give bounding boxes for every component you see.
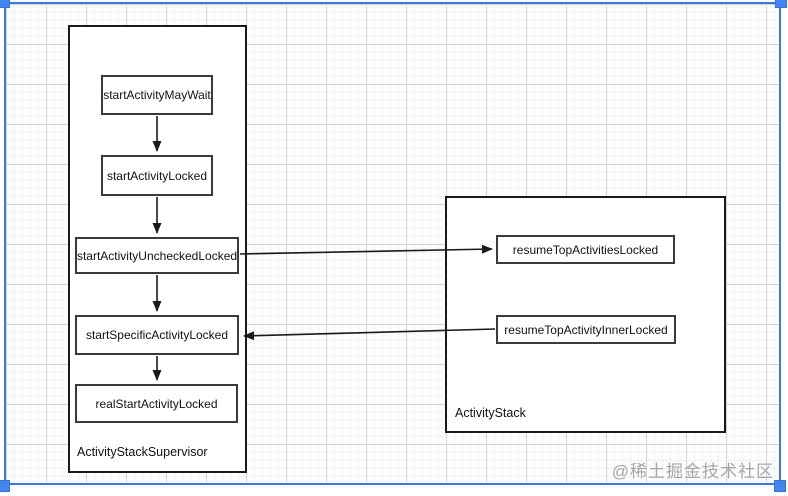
container-label-activity-stack-supervisor: ActivityStackSupervisor: [77, 445, 208, 459]
node-resume-top-activity-inner-locked[interactable]: resumeTopActivityInnerLocked: [496, 315, 676, 344]
selection-handle-bottom-left[interactable]: [0, 480, 10, 492]
watermark-text: @稀土掘金技术社区: [611, 462, 774, 481]
node-resume-top-activities-locked[interactable]: resumeTopActivitiesLocked: [496, 235, 675, 264]
node-real-start-activity-locked[interactable]: realStartActivityLocked: [75, 384, 238, 423]
container-label-activity-stack: ActivityStack: [455, 406, 526, 420]
selection-handle-top-right[interactable]: [775, 0, 787, 8]
selection-handle-top-left[interactable]: [0, 0, 10, 8]
node-start-activity-unchecked-locked[interactable]: startActivityUncheckedLocked: [75, 237, 239, 274]
node-start-specific-activity-locked[interactable]: startSpecificActivityLocked: [75, 315, 239, 355]
node-start-activity-may-wait[interactable]: startActivityMayWait: [101, 75, 213, 115]
node-start-activity-locked[interactable]: startActivityLocked: [101, 155, 213, 196]
selection-handle-bottom-right[interactable]: [774, 480, 786, 492]
